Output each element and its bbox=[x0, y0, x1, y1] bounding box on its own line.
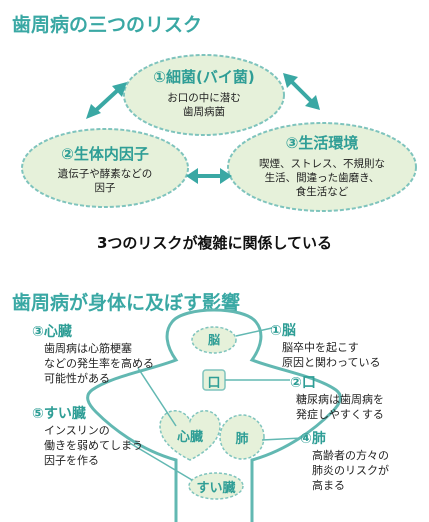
section2-title: 歯周病が身体に及ぼす影響 bbox=[12, 292, 241, 314]
risk-3-desc: 喫煙、ストレス、不規則な 生活、間違った歯磨き、 食生活など bbox=[259, 158, 385, 198]
organ-mouth-label: 口 bbox=[207, 376, 221, 391]
effect-heart: ③心臓 歯周病は心筋梗塞 などの発生率を高める 可能性がある bbox=[32, 324, 154, 385]
pancreas-organ bbox=[188, 472, 244, 500]
risk-1-title: ①細菌(バイ菌) bbox=[153, 68, 255, 86]
organ-lung-label: 肺 bbox=[235, 432, 249, 447]
organ-brain-label: 脳 bbox=[207, 333, 220, 347]
brain-leader bbox=[235, 327, 273, 337]
risk-ellipse-1 bbox=[123, 54, 285, 136]
risk-ellipse-3 bbox=[227, 122, 417, 212]
section1-title: 歯周病の三つのリスク bbox=[12, 14, 203, 36]
risk-1-desc: お口の中に潜む 歯周病菌 bbox=[167, 92, 241, 118]
effect-pancreas: ⑤すい臓 インスリンの 働きを弱めてしまう 因子を作る bbox=[32, 406, 143, 467]
organ-pancreas-label: すい臓 bbox=[196, 481, 236, 496]
heart-leader bbox=[137, 367, 177, 427]
effect-brain: ①脳 脳卒中を起こす 原因と関わっている bbox=[270, 323, 381, 369]
risk-diagram bbox=[21, 54, 417, 212]
arrow-1-3 bbox=[283, 73, 320, 110]
risk-relation-message: 3つのリスクが複雑に関係している bbox=[97, 234, 332, 252]
arrow-2-3 bbox=[186, 168, 232, 184]
risk-2-title: ②生体内因子 bbox=[61, 145, 149, 163]
lung-organ bbox=[219, 414, 265, 460]
arrow-1-2 bbox=[86, 82, 127, 119]
brain-organ bbox=[191, 326, 237, 354]
effect-mouth: ②口 糖尿病は歯周病を 発症しやすくする bbox=[290, 375, 384, 421]
risk-2-desc: 遺伝子や酵素などの 因子 bbox=[57, 168, 153, 194]
lung-leader bbox=[261, 437, 303, 441]
pancreas-leader bbox=[127, 441, 193, 481]
effect-lung: ④肺 高齢者の方々の 肺炎のリスクが 高まる bbox=[300, 431, 389, 492]
organ-heart-label: 心臓 bbox=[176, 430, 203, 445]
body-outline bbox=[86, 308, 342, 522]
body-diagram bbox=[86, 308, 342, 522]
risk-3-title: ③生活環境 bbox=[285, 134, 359, 152]
risk-ellipse-2 bbox=[21, 128, 189, 208]
